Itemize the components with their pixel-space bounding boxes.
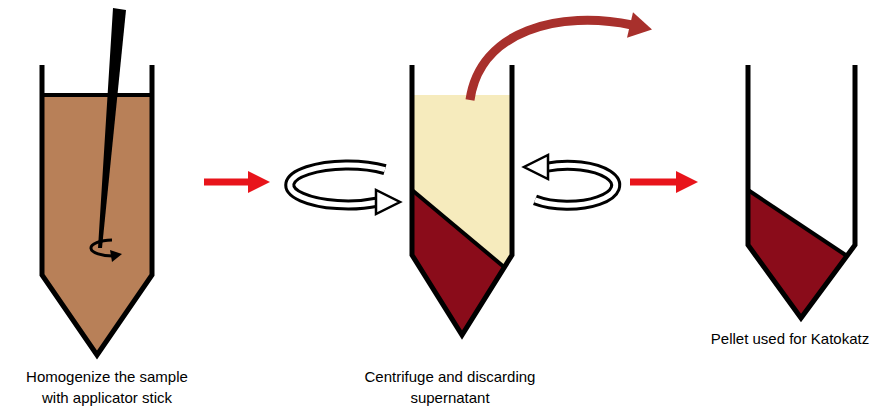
process-arrow bbox=[204, 179, 260, 186]
rotation-arrow bbox=[290, 165, 385, 205]
tube-outline bbox=[748, 65, 855, 318]
rotation-arrow bbox=[290, 165, 385, 205]
step-caption: Centrifuge and discarding supernatant bbox=[345, 366, 555, 408]
rotation-arrowhead bbox=[376, 190, 400, 214]
fill-level bbox=[42, 93, 152, 97]
tube-outline bbox=[412, 65, 512, 335]
sample-fill bbox=[42, 95, 152, 355]
supernatant bbox=[412, 95, 512, 335]
step-caption-block: Centrifuge and discarding supernatant bbox=[345, 366, 555, 408]
tube-step: Homogenize the sample with applicator st… bbox=[10, 60, 204, 409]
step-caption-block: Homogenize the sample with applicator st… bbox=[17, 366, 197, 408]
pellet-boundary bbox=[748, 190, 847, 256]
discard-arrow bbox=[470, 20, 632, 100]
step-caption: Homogenize the sample with applicator st… bbox=[17, 366, 197, 408]
tube-step: Centrifuge and discarding supernatant bbox=[270, 60, 630, 409]
step-caption-block: Pellet used for Katokatz bbox=[698, 328, 882, 349]
step-caption: Pellet used for Katokatz bbox=[698, 328, 882, 349]
stir-arrowhead bbox=[110, 250, 122, 262]
stir-arrow bbox=[91, 240, 114, 256]
tube-step: Pellet used for Katokatz bbox=[698, 60, 882, 353]
pellet bbox=[412, 190, 504, 335]
pellet-boundary bbox=[412, 190, 504, 267]
applicator-stick bbox=[98, 8, 126, 248]
tube-outline bbox=[42, 65, 152, 355]
rotation-arrowhead bbox=[524, 155, 548, 179]
pellet bbox=[748, 190, 847, 318]
process-arrow bbox=[630, 179, 688, 186]
discard-arrowhead bbox=[627, 12, 652, 37]
